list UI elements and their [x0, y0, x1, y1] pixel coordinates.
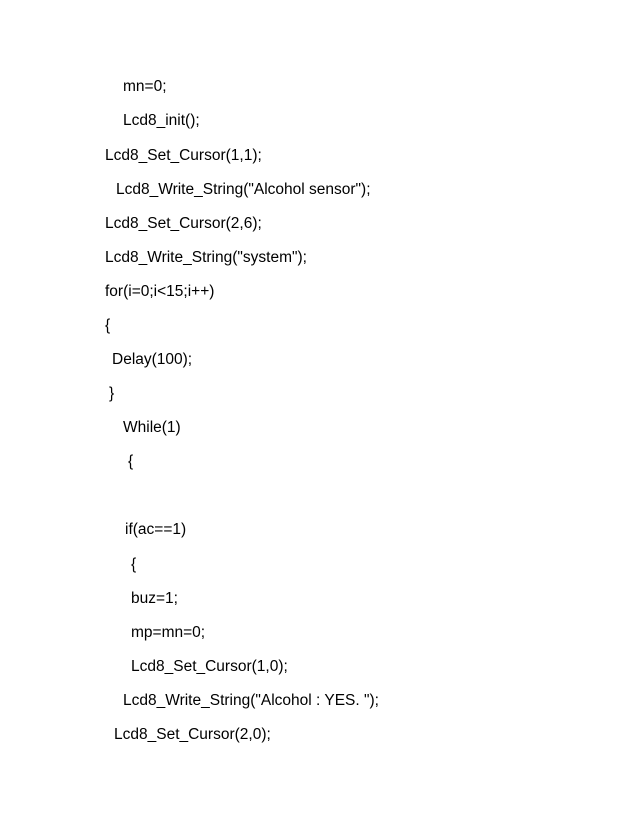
code-line: { [105, 317, 111, 334]
code-line: Lcd8_Set_Cursor(1,0); [131, 658, 288, 675]
code-line: Lcd8_Write_String("system"); [105, 249, 307, 266]
code-line: if(ac==1) [125, 521, 187, 538]
code-line: } [109, 385, 115, 402]
code-line: mp=mn=0; [131, 624, 206, 641]
code-line: { [128, 453, 134, 470]
code-line: While(1) [123, 419, 181, 436]
code-line: Lcd8_Write_String("Alcohol sensor"); [116, 181, 371, 198]
code-line: Lcd8_Set_Cursor(2,6); [105, 215, 262, 232]
code-line: Delay(100); [112, 351, 193, 368]
code-line: Lcd8_Set_Cursor(2,0); [114, 726, 271, 743]
code-line: Lcd8_Set_Cursor(1,1); [105, 147, 262, 164]
code-line: { [131, 556, 137, 573]
code-line: mn=0; [123, 78, 167, 95]
code-line: Lcd8_Write_String("Alcohol : YES. "); [123, 692, 379, 709]
code-line: Lcd8_init(); [123, 112, 200, 129]
code-line: buz=1; [131, 590, 178, 607]
code-line: for(i=0;i<15;i++) [105, 283, 215, 300]
